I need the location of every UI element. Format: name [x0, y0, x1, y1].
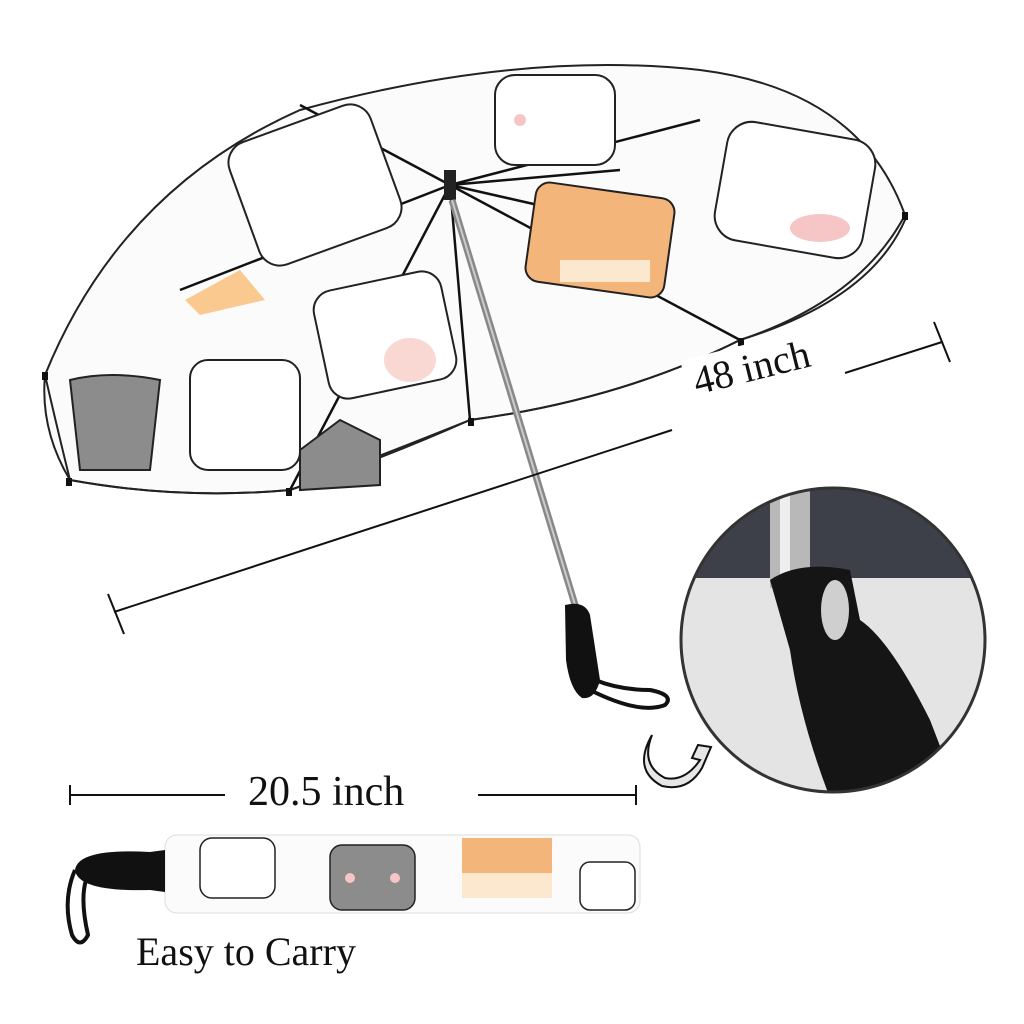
folded-umbrella	[65, 834, 641, 945]
folded-length-dimension-line	[69, 785, 637, 805]
handle-detail-inset	[679, 486, 987, 794]
easy-to-carry-caption: Easy to Carry	[136, 929, 356, 974]
curved-arrow-icon	[643, 734, 713, 789]
open-umbrella	[42, 64, 908, 710]
diameter-dimension-line	[107, 321, 951, 635]
folded-length-label: 20.5 inch	[238, 768, 415, 816]
